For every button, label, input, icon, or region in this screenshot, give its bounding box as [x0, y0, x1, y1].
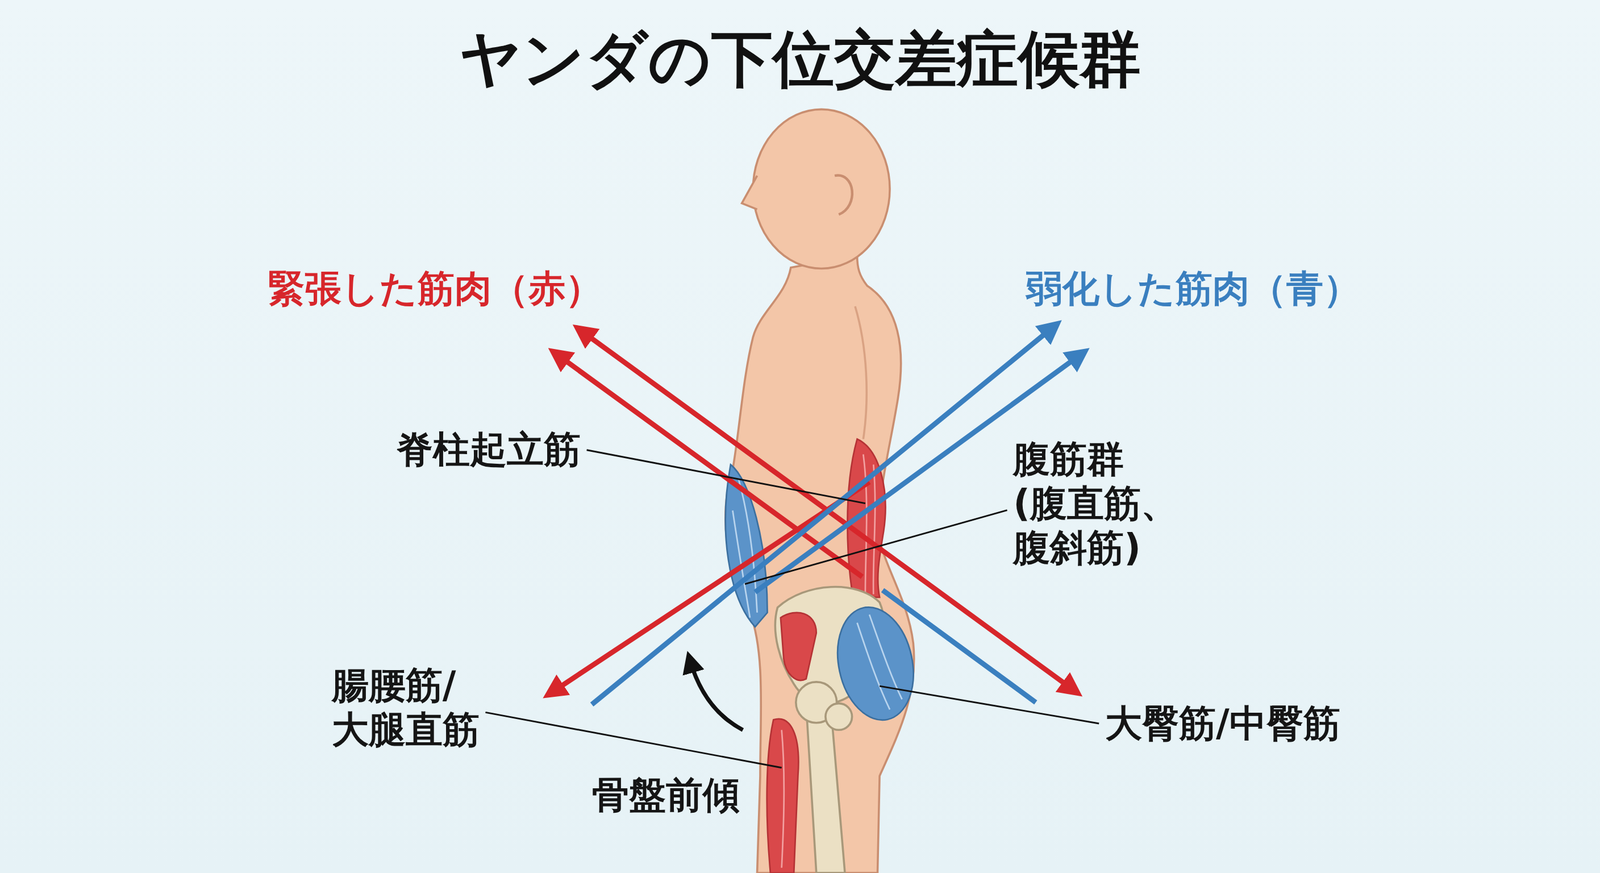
label-slot: 骨盤前傾 [592, 772, 740, 818]
arm-outline [855, 306, 867, 439]
abdominal-muscle [725, 464, 768, 627]
nose [742, 175, 758, 210]
title-slot: ヤンダの下位交差症候群 [459, 22, 1141, 97]
tilt-arrow [689, 659, 743, 730]
weak-arrow [592, 324, 1057, 704]
label-slot: 弱化した筋肉（青） [1025, 266, 1361, 311]
head [752, 109, 890, 269]
muscle-fibers [781, 729, 785, 868]
label-slot: 脊柱起立筋 [396, 427, 581, 472]
body-silhouette [725, 255, 915, 873]
label-slot: 腸腰筋/ 大腿直筋 [331, 663, 480, 752]
label-slot: 大臀筋/中臀筋 [1105, 701, 1341, 746]
muscle-fibers [857, 614, 903, 710]
leader-line [485, 711, 782, 768]
muscle-label: 大臀筋/中臀筋 [1105, 701, 1341, 746]
muscle-label: 腸腰筋/ 大腿直筋 [331, 663, 480, 752]
leader-line [586, 450, 866, 504]
label-slot: 腹筋群 (腹直筋、腹斜筋) [1013, 436, 1178, 570]
tight-arrow [553, 352, 862, 577]
rectus-femoris-muscle [767, 718, 799, 873]
trochanter [825, 703, 853, 731]
title: ヤンダの下位交差症候群 [459, 22, 1141, 97]
tight-heading: 緊張した筋肉（赤） [267, 266, 603, 311]
leader-line [879, 685, 1099, 724]
weak-arrow [882, 589, 1036, 703]
weak-heading: 弱化した筋肉（青） [1025, 266, 1361, 311]
ear [834, 175, 853, 215]
leader-line [744, 510, 1008, 585]
muscle-label: 脊柱起立筋 [396, 427, 581, 472]
posture-label: 骨盤前傾 [592, 772, 740, 818]
muscle-label: 腹筋群 (腹直筋、腹斜筋) [1013, 436, 1178, 570]
label-slot: 緊張した筋肉（赤） [267, 266, 603, 311]
iliopsoas-muscle [780, 612, 817, 681]
